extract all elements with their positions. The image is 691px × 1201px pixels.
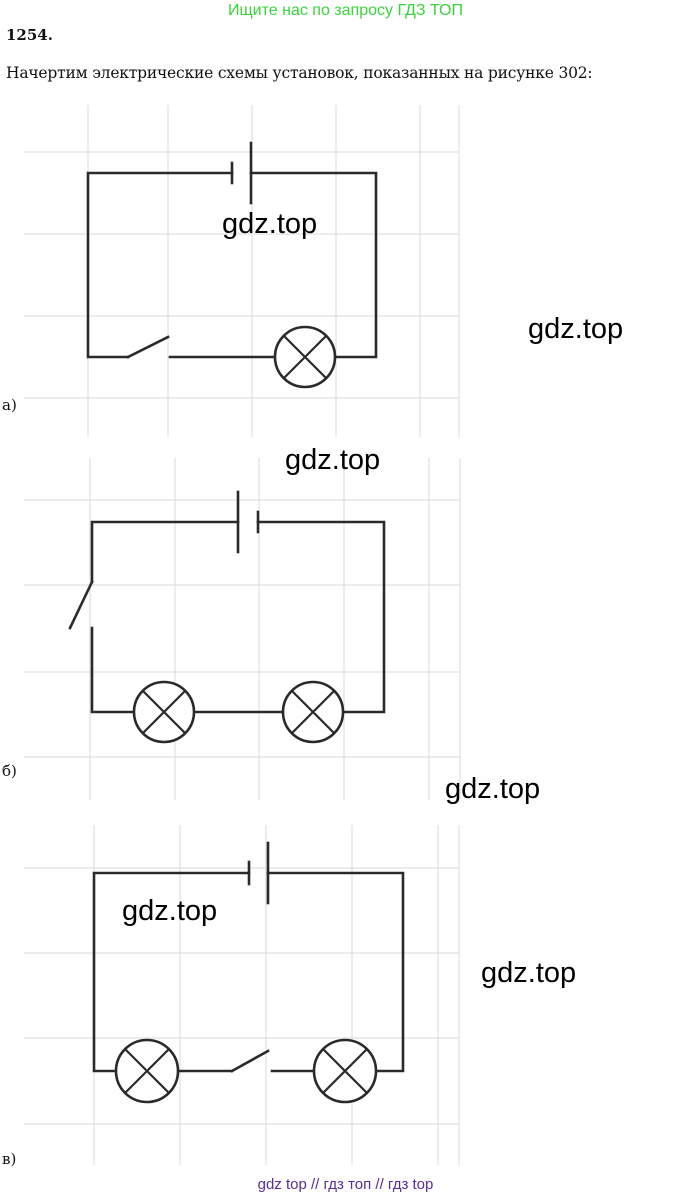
figure-b-label: б) — [2, 762, 17, 780]
switch-c — [230, 1049, 270, 1073]
switch-b — [68, 580, 94, 630]
watermark: gdz.top — [222, 208, 318, 240]
grid-c — [24, 825, 460, 1165]
circuit-a — [86, 141, 378, 389]
figure-c-label: в) — [2, 1150, 17, 1168]
lamp-b-2 — [281, 680, 345, 744]
lamp-c-1 — [114, 1038, 180, 1104]
lamp-c-2 — [312, 1038, 378, 1104]
watermark: gdz.top — [481, 957, 577, 989]
circuit-c — [92, 841, 405, 1104]
problem-text: Начертим электрические схемы установок, … — [6, 64, 593, 82]
switch-a — [126, 335, 170, 359]
lamp-b-1 — [132, 680, 196, 744]
watermark: gdz.top — [285, 444, 381, 476]
footer-links[interactable]: gdz top // гдз топ // гдз top — [257, 1176, 434, 1193]
watermark: gdz.top — [528, 313, 624, 345]
problem-number: 1254. — [6, 26, 53, 44]
watermark: gdz.top — [122, 895, 218, 927]
grid-b — [24, 458, 461, 800]
circuit-b — [68, 490, 386, 744]
lamp-a — [273, 325, 337, 389]
watermark: gdz.top — [445, 773, 541, 805]
grid-a — [24, 105, 460, 437]
figure-a-label: а) — [2, 396, 17, 414]
search-banner: Ищите нас по запросу ГДЗ ТОП — [228, 2, 463, 19]
